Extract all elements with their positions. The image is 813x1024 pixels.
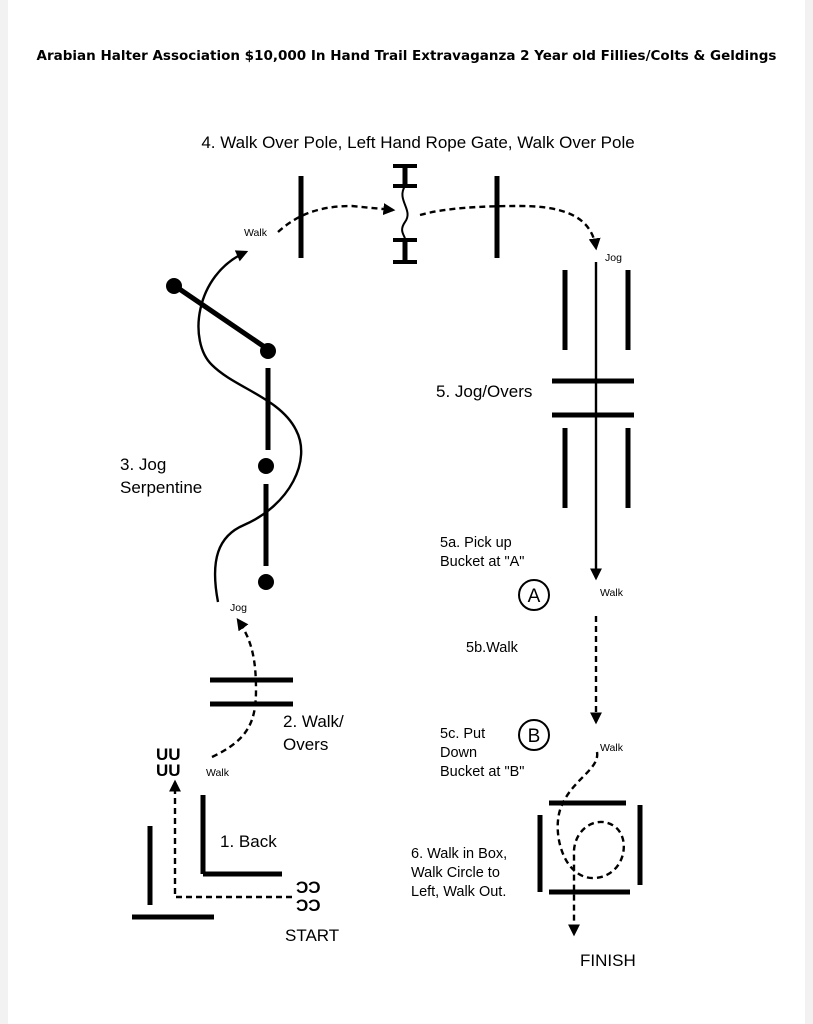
step-3-label-line2: Serpentine — [120, 478, 202, 497]
step-1-label: 1. Back — [220, 832, 277, 851]
svg-text:ƆƆ: ƆƆ — [296, 878, 321, 897]
serpentine-angled-pole — [173, 283, 268, 351]
step-3-label-line1: 3. Jog — [120, 455, 166, 474]
serpentine-path — [197, 250, 303, 603]
gait-jog-right: Jog — [605, 252, 622, 264]
gait-jog-serpentine: Jog — [230, 602, 247, 614]
page-title: Arabian Halter Association $10,000 In Ha… — [36, 48, 777, 64]
step-2-label-line1: 2. Walk/ — [283, 712, 344, 731]
step-5c-label-line3: Bucket at "B" — [440, 764, 524, 780]
walk-hoofprints-icon: UU UU — [156, 745, 181, 780]
svg-text:UU: UU — [156, 761, 181, 780]
step-6-label-line3: Left, Walk Out. — [411, 884, 506, 900]
step-6-label-line2: Walk Circle to — [411, 865, 500, 881]
step-4-label: 4. Walk Over Pole, Left Hand Rope Gate, … — [201, 133, 634, 152]
finish-label: FINISH — [580, 951, 636, 970]
start-hoofprints-icon: ƆƆ ƆƆ — [296, 878, 321, 915]
marker-a-circle — [518, 579, 550, 611]
marker-a-label: A — [528, 586, 541, 607]
cone-icon — [166, 278, 182, 294]
back-path — [169, 779, 292, 899]
gait-walk-b: Walk — [600, 742, 624, 754]
gait-walk-a: Walk — [600, 587, 624, 599]
step-6-label-line1: 6. Walk in Box, — [411, 846, 507, 862]
step-5a-label-line1: 5a. Pick up — [440, 535, 512, 551]
gait-walk-top: Walk — [244, 227, 268, 239]
gate-exit-path — [419, 204, 601, 251]
jog-over-poles — [552, 270, 634, 508]
right-frame-edge — [805, 0, 813, 1024]
start-label: START — [285, 926, 339, 945]
left-frame-edge — [0, 0, 8, 1024]
cone-icon — [258, 458, 274, 474]
rope-gate-icon — [393, 164, 417, 264]
back-chute — [132, 795, 282, 920]
cone-icon — [260, 343, 276, 359]
walk-over-poles — [210, 677, 293, 707]
svg-text:UU: UU — [156, 745, 181, 764]
marker-b-circle — [518, 719, 550, 751]
gait-walk-start: Walk — [206, 767, 230, 779]
walk-overs-path — [211, 618, 258, 759]
step-5b-label: 5b.Walk — [466, 640, 519, 656]
svg-text:ƆƆ: ƆƆ — [296, 896, 321, 915]
marker-b-label: B — [528, 726, 541, 747]
serpentine-poles — [166, 278, 276, 590]
step-5a-label-line2: Bucket at "A" — [440, 554, 524, 570]
gate-approach-path — [277, 203, 396, 233]
box-circle-path — [556, 751, 625, 937]
step-5-label: 5. Jog/Overs — [436, 382, 532, 401]
step-5c-label-line1: 5c. Put — [440, 726, 485, 742]
step-5c-label-line2: Down — [440, 745, 477, 761]
cone-icon — [258, 574, 274, 590]
step-2-label-line2: Overs — [283, 735, 328, 754]
